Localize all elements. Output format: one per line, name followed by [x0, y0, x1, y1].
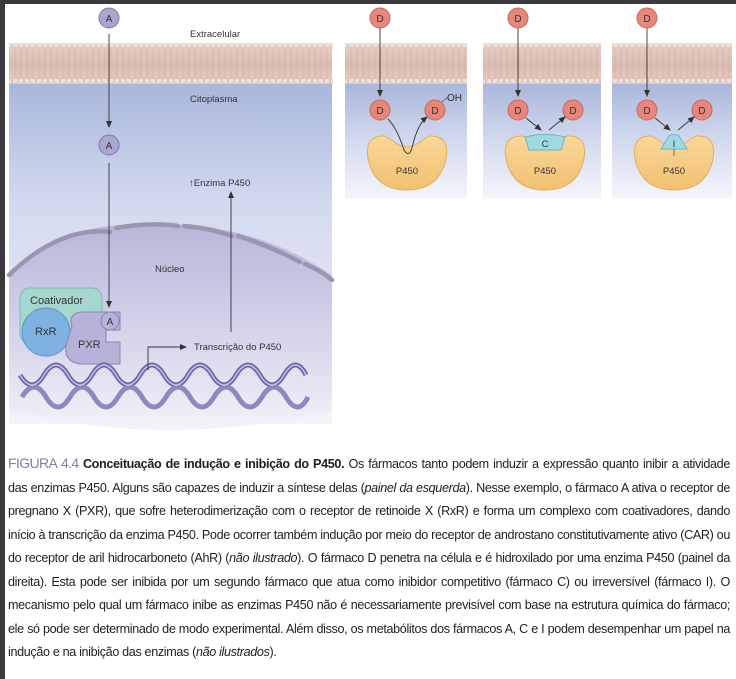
coactivator-label: Coativador	[30, 295, 84, 307]
caption-text-3: ). O fármaco D penetra na célula e é hid…	[8, 551, 730, 659]
caption-text-4: ).	[269, 645, 277, 659]
caption-italic-2: não ilustrado	[229, 551, 298, 565]
drug-a-cytoplasm: A	[98, 134, 120, 156]
inhibitor-i-label: I	[673, 139, 676, 150]
figure-number: FIGURA 4.4	[8, 455, 79, 471]
right-panel-2: D D D P450 C	[483, 7, 601, 199]
right-panel-1: D D D OH P450	[345, 7, 467, 199]
svg-text:A: A	[106, 141, 113, 152]
svg-text:D: D	[514, 14, 521, 25]
svg-text:A: A	[107, 317, 114, 328]
label-nucleus: Núcleo	[155, 264, 185, 275]
drug-d-product: D	[424, 99, 446, 121]
irreversible-inhibitor	[660, 134, 688, 150]
receptor-complex: Coativador RxR PXR A	[19, 287, 121, 365]
hydroxyl-group-label: OH	[447, 93, 462, 104]
p450-enzyme	[366, 135, 448, 191]
caption-italic-1: painel da esquerda	[364, 480, 466, 495]
cell-membrane	[483, 43, 601, 84]
metabolism-arrow	[387, 116, 428, 154]
svg-text:D: D	[376, 106, 383, 117]
nuclear-envelope	[6, 222, 335, 283]
svg-text:D: D	[431, 106, 438, 117]
label-extracellular: Extracelular	[190, 29, 240, 40]
svg-text:D: D	[569, 106, 576, 117]
drug-d-product: D	[691, 99, 713, 121]
inhibitor-c-label: C	[542, 139, 549, 150]
drug-d-cytoplasm: D	[636, 99, 658, 121]
competitive-inhibitor	[524, 134, 566, 151]
figure-caption: FIGURA 4.4 Conceituação de indução e ini…	[8, 452, 730, 665]
svg-text:D: D	[643, 14, 650, 25]
label-cytoplasm: Citoplasma	[190, 94, 238, 105]
drug-d-extracellular: D	[507, 7, 529, 29]
right-panels: D D D OH P450 D D D P450 C D D D P450 I	[345, 7, 732, 199]
drug-a-extracellular: A	[98, 7, 120, 29]
drug-d-cytoplasm: D	[369, 99, 391, 121]
caption-text-1: Os fármacos tanto podem induzir a expres…	[8, 457, 730, 495]
cell-membrane	[612, 43, 732, 84]
right-panel-3: D D D P450 I	[612, 7, 732, 199]
cell-membrane	[345, 43, 467, 84]
drug-d-cytoplasm: D	[507, 99, 529, 121]
drug-d-extracellular: D	[636, 7, 658, 29]
svg-text:D: D	[376, 14, 383, 25]
rxr-label: RxR	[35, 326, 56, 338]
drug-d-extracellular: D	[369, 7, 391, 29]
label-enzyme-increase: ↑Enzima P450	[189, 178, 250, 189]
figure-title: Conceituação de indução e inibição do P4…	[82, 457, 345, 471]
svg-text:D: D	[514, 106, 521, 117]
p450-enzyme	[633, 135, 715, 191]
p450-figure: Extracelular Citoplasma Núcleo A A Coati…	[6, 7, 732, 430]
dna-helix	[17, 362, 311, 410]
drug-d-product: D	[562, 99, 584, 121]
p450-enzyme	[504, 135, 586, 191]
left-panel: Extracelular Citoplasma Núcleo A A Coati…	[6, 7, 335, 430]
label-transcription: Transcrição do P450	[194, 342, 281, 353]
p450-label: P450	[396, 166, 418, 177]
frame-border-left	[0, 0, 5, 679]
frame-border-top	[0, 0, 736, 4]
caption-italic-3: não ilustrados	[195, 645, 270, 659]
cell-membrane	[9, 43, 333, 84]
p450-label: P450	[534, 166, 556, 177]
p450-label: P450	[663, 166, 685, 177]
svg-text:D: D	[698, 106, 705, 117]
svg-text:D: D	[643, 106, 650, 117]
caption-text-2: ). Nesse exemplo, o fármaco A ativa o re…	[8, 480, 731, 566]
pxr-label: PXR	[78, 339, 101, 351]
svg-text:A: A	[106, 14, 113, 25]
drug-a-bound	[100, 311, 120, 331]
